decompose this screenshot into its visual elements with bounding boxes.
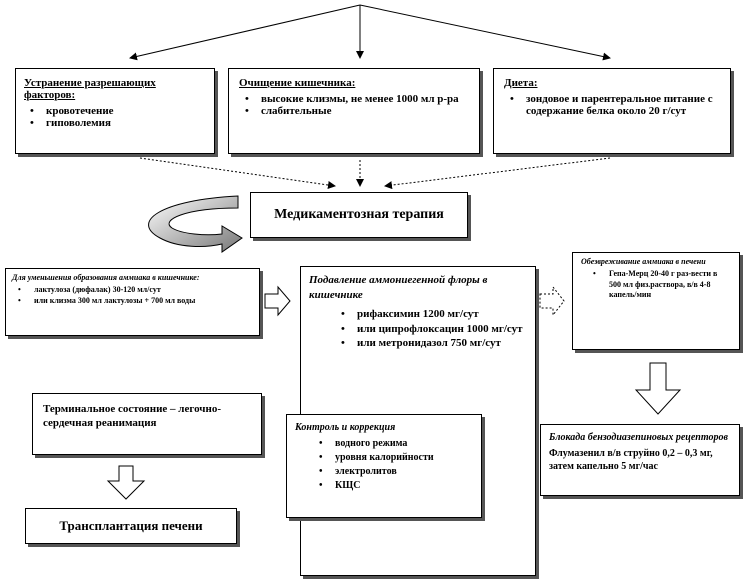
box-liver-transplant: Трансплантация печени xyxy=(25,508,237,544)
box-benzodiazepine-blockade: Блокада бензодиазепиновых рецепторов Флу… xyxy=(540,424,740,496)
box-ammonia-formation: Для уменьшения образования аммиака в киш… xyxy=(5,268,260,336)
eliminate-item: гиповолемия xyxy=(24,117,206,129)
hollow-arrow-flora-to-liver xyxy=(539,285,565,317)
arrow-dashed-right xyxy=(384,157,611,190)
control-item: КЩС xyxy=(313,479,473,493)
control-item: водного режима xyxy=(313,437,473,451)
liver-ammonia-title: Обезвреживание аммиака в печени xyxy=(581,257,706,266)
terminal-state-text: Терминальное состояние – легочно-сердечн… xyxy=(43,403,221,430)
curved-arrow xyxy=(148,195,243,253)
cleansing-item: слабительные xyxy=(239,105,469,117)
control-correction-title: Контроль и коррекция xyxy=(295,422,396,433)
box-diet: Диета: зондовое и парентеральное питание… xyxy=(493,68,731,154)
eliminate-item: кровотечение xyxy=(24,105,206,117)
diet-item: зондовое и парентеральное питание с соде… xyxy=(504,93,720,117)
arrow-top-left xyxy=(129,4,361,61)
control-item: уровня калорийности xyxy=(313,451,473,465)
arrow-dashed-left xyxy=(139,157,336,189)
eliminate-factors-title: Устранение разрешающих факторов: xyxy=(24,77,156,101)
arrow-top-right xyxy=(359,4,611,61)
box-control-correction: Контроль и коррекция водного режима уров… xyxy=(286,414,482,518)
blockade-text: Флумазенил в/в струйно 0,2 – 0,3 мг, зат… xyxy=(549,447,713,473)
box-terminal-state: Терминальное состояние – легочно-сердечн… xyxy=(32,393,262,455)
hollow-arrow-liver-to-blockade xyxy=(634,362,682,415)
ammonia-formation-title: Для уменьшения образования аммиака в киш… xyxy=(12,273,200,282)
control-item: электролитов xyxy=(313,465,473,479)
ammonia-formation-item: или клизма 300 мл лактулозы + 700 мл вод… xyxy=(12,296,253,307)
box-intestine-cleansing: Очищение кишечника: высокие клизмы, не м… xyxy=(228,68,480,154)
cleansing-title: Очищение кишечника: xyxy=(239,77,356,89)
hollow-arrow-terminal-to-transplant xyxy=(106,465,146,500)
box-drug-therapy: Медикаментозная терапия xyxy=(250,192,468,238)
blockade-title: Блокада бензодиазепиновых рецепторов xyxy=(549,432,728,443)
box-liver-ammonia: Обезвреживание аммиака в печени Гепа-Мер… xyxy=(572,252,740,350)
drug-therapy-title: Медикаментозная терапия xyxy=(274,207,444,222)
flora-item: или метронидазол 750 мг/сут xyxy=(335,336,527,351)
diet-title: Диета: xyxy=(504,77,538,89)
flora-item: или ципрофлоксацин 1000 мг/сут xyxy=(335,322,527,337)
hollow-arrow-left-to-flora xyxy=(264,285,291,317)
flora-item: рифаксимин 1200 мг/сут xyxy=(335,307,527,322)
cleansing-item: высокие клизмы, не менее 1000 мл р-ра xyxy=(239,93,469,105)
ammonia-formation-item: лактулоза (дюфалак) 30-120 мл/сут xyxy=(12,285,253,296)
suppress-flora-title: Подавление аммониегенной флоры в кишечни… xyxy=(309,274,488,301)
liver-ammonia-item: Гепа-Мерц 20-40 г раз-вести в 500 мл физ… xyxy=(587,269,731,300)
liver-transplant-text: Трансплантация печени xyxy=(59,518,203,533)
box-eliminate-factors: Устранение разрешающих факторов: кровоте… xyxy=(15,68,215,154)
